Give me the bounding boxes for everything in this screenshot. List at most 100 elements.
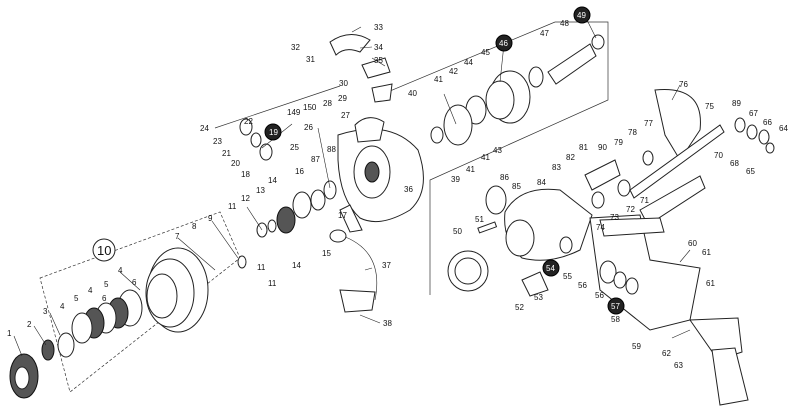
drag-washer-e	[71, 312, 93, 344]
label-63: 63	[674, 361, 683, 370]
label-22: 22	[244, 117, 253, 126]
drive-gear-hub	[454, 257, 482, 285]
label-36: 36	[404, 185, 413, 194]
label-73: 73	[610, 213, 619, 222]
part-labels: 1 2 3 4 4 4 5 5 6 6 7 8 9 10 11 11 11 12…	[7, 11, 788, 370]
label-40: 40	[408, 89, 417, 98]
label-149: 149	[287, 108, 301, 117]
body-assembly	[447, 89, 775, 406]
label-26: 26	[304, 123, 313, 132]
label-71: 71	[640, 196, 649, 205]
label-85: 85	[512, 182, 521, 191]
label-34: 34	[374, 43, 383, 52]
label-1: 1	[7, 329, 12, 338]
label-13: 13	[256, 186, 265, 195]
reel-foot-screw-b	[746, 124, 758, 140]
spool-clip	[237, 255, 247, 269]
reel-foot-screw-c	[758, 129, 770, 145]
label-90: 90	[598, 143, 607, 152]
label-14b: 14	[292, 261, 301, 270]
label-5: 5	[74, 294, 79, 303]
spool-core	[146, 273, 178, 319]
rotor-nut	[310, 189, 326, 211]
label-84: 84	[537, 178, 546, 187]
label-39: 39	[451, 175, 460, 184]
label-87: 87	[311, 155, 320, 164]
label-79: 79	[614, 138, 623, 147]
label-19: 19	[269, 128, 278, 137]
rotor-hub	[364, 161, 380, 183]
label-49: 49	[577, 11, 586, 20]
label-48: 48	[560, 19, 569, 28]
pinion-plate	[443, 104, 473, 146]
label-2: 2	[27, 320, 32, 329]
marker-46	[495, 34, 513, 52]
body-bearing	[599, 260, 617, 284]
label-10: 10	[97, 243, 111, 258]
rotor-arm-top	[354, 117, 385, 143]
reel-foot-screw-a	[734, 117, 746, 133]
label-6: 6	[102, 294, 107, 303]
label-64: 64	[779, 124, 788, 133]
label-30: 30	[339, 79, 348, 88]
label-89: 89	[732, 99, 741, 108]
label-6b: 6	[132, 278, 137, 287]
label-4: 4	[60, 302, 65, 311]
label-32: 32	[291, 43, 300, 52]
label-37: 37	[382, 261, 391, 270]
marker-49	[573, 6, 591, 24]
label-38: 38	[383, 319, 392, 328]
label-3: 3	[43, 307, 48, 316]
label-83: 83	[552, 163, 561, 172]
label-17: 17	[338, 211, 347, 220]
label-77: 77	[644, 119, 653, 128]
pinion-gear	[547, 43, 597, 85]
line-roller-arm	[339, 204, 363, 233]
label-41: 41	[434, 75, 443, 84]
label-35: 35	[374, 56, 383, 65]
label-5b: 5	[104, 280, 109, 289]
rotor-washer	[323, 180, 337, 200]
upper-group-frame	[377, 21, 609, 295]
housing-bore	[505, 219, 535, 257]
label-14: 14	[268, 176, 277, 185]
oscillating-pin	[477, 221, 498, 234]
reel-foot	[654, 89, 701, 161]
marker-19	[264, 123, 282, 141]
label-23: 23	[213, 137, 222, 146]
bail-arm	[329, 34, 371, 56]
label-53: 53	[534, 293, 543, 302]
pinion-collar	[528, 66, 544, 88]
label-4b: 4	[88, 286, 93, 295]
label-20: 20	[231, 159, 240, 168]
label-44: 44	[464, 58, 473, 67]
label-150: 150	[303, 103, 317, 112]
label-41c: 41	[466, 165, 475, 174]
label-75: 75	[705, 102, 714, 111]
anti-reverse-clutch	[521, 271, 549, 297]
label-15: 15	[322, 249, 331, 258]
label-54: 54	[546, 264, 555, 273]
label-27: 27	[341, 111, 350, 120]
label-61: 61	[702, 248, 711, 257]
label-78: 78	[628, 128, 637, 137]
label-74: 74	[596, 223, 605, 232]
label-51: 51	[475, 215, 484, 224]
drag-knob-cap	[14, 366, 30, 390]
label-31: 31	[306, 55, 315, 64]
label-61b: 61	[706, 279, 715, 288]
label-41b: 41	[481, 153, 490, 162]
drag-knob-spring	[57, 332, 75, 358]
label-46: 46	[499, 39, 508, 48]
label-76: 76	[679, 80, 688, 89]
label-11c: 11	[268, 279, 277, 288]
label-86: 86	[500, 173, 509, 182]
label-72: 72	[626, 205, 635, 214]
main-shaft	[629, 124, 725, 199]
bail-support	[361, 57, 391, 79]
label-56b: 56	[595, 291, 604, 300]
label-59: 59	[632, 342, 641, 351]
label-11b: 11	[257, 263, 266, 272]
label-11: 11	[228, 202, 237, 211]
